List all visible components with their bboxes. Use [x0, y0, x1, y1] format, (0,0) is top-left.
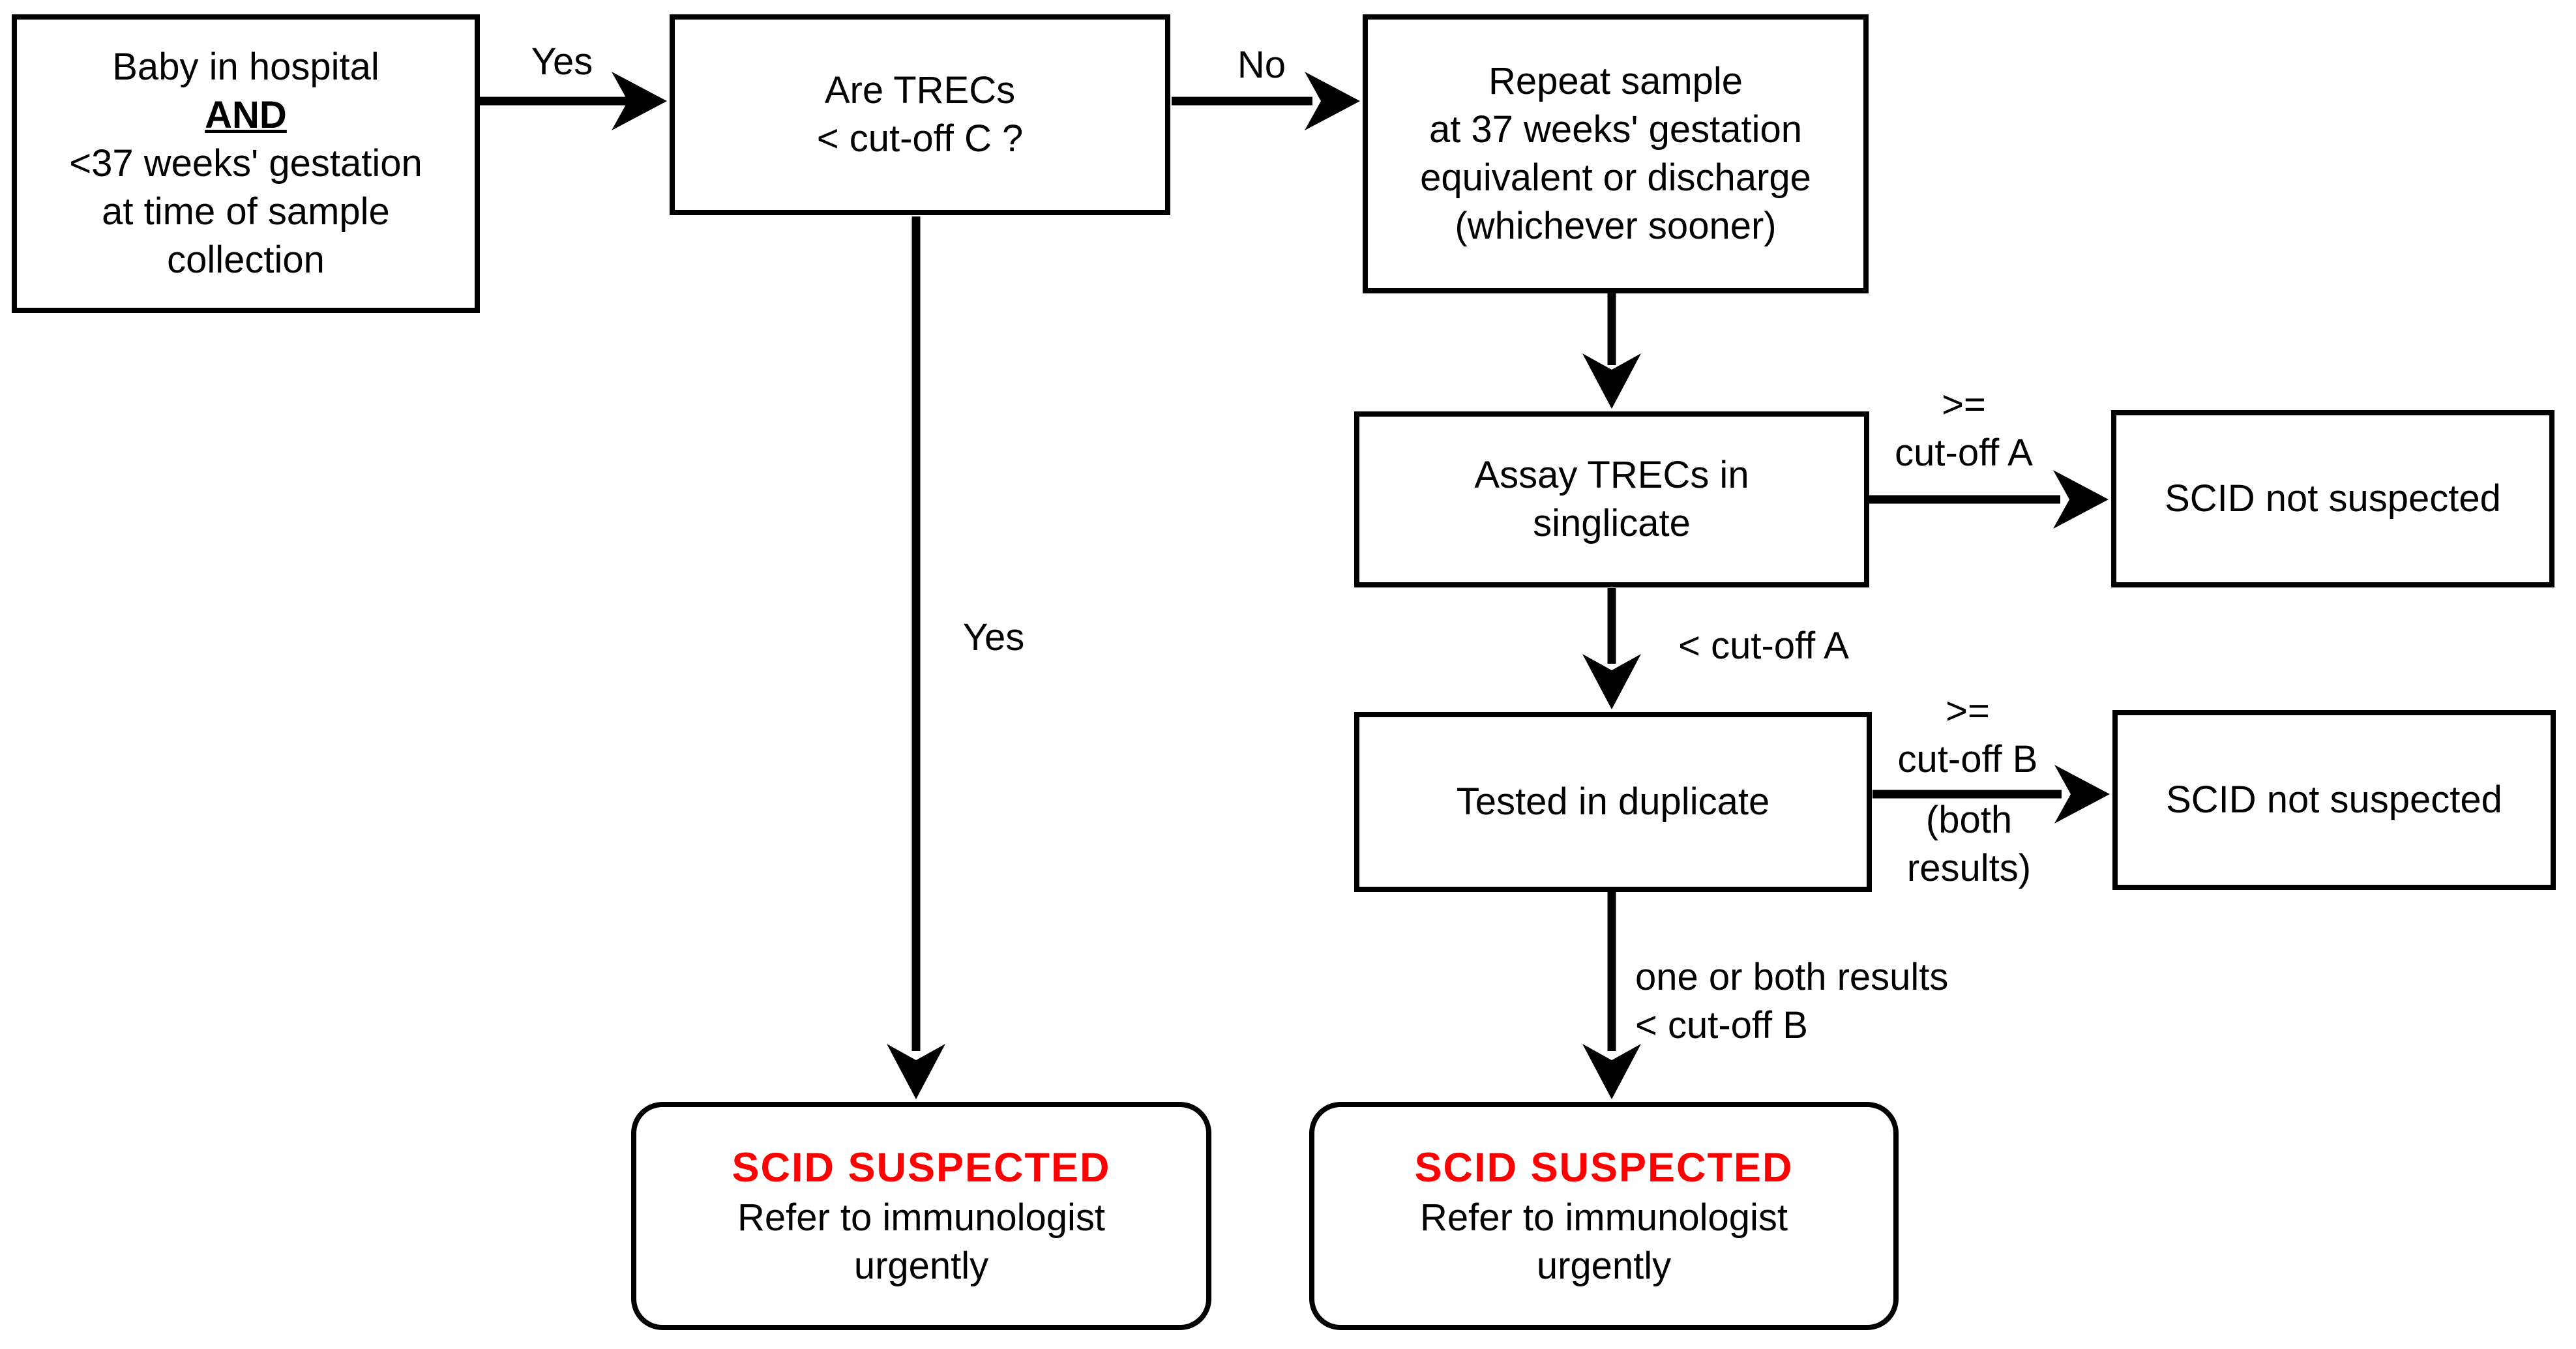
edge-assay-to-duplicate	[1582, 588, 1641, 709]
edge-label-ge-cutoff-b: >= cut-off B	[1897, 690, 2038, 780]
edge-label-yes-down: Yes	[962, 616, 1025, 659]
edge-label-both-results: (both results)	[1906, 799, 2032, 889]
edge-duplicate-to-suspected	[1582, 891, 1641, 1099]
node-baby-line1: Baby in hospital	[112, 46, 379, 88]
node-baby-and: AND	[205, 94, 287, 136]
node-scid-suspected-right-title: SCID SUSPECTED	[1414, 1145, 1794, 1191]
node-scid-suspected-right-body: Refer to immunologist urgently	[1419, 1196, 1788, 1287]
node-tested-duplicate: Tested in duplicate	[1354, 712, 1872, 892]
node-scid-suspected-left-title: SCID SUSPECTED	[732, 1145, 1111, 1191]
node-scid-not-suspected-top-text: SCID not suspected	[2165, 477, 2501, 520]
edge-assay-to-notsuspected	[1869, 470, 2109, 529]
node-repeat-sample: Repeat sample at 37 weeks' gestation equ…	[1363, 14, 1869, 293]
node-scid-suspected-right: SCID SUSPECTED Refer to immunologist urg…	[1309, 1102, 1899, 1330]
edge-label-one-or-both: one or both results < cut-off B	[1635, 956, 1949, 1046]
edge-baby-to-trecs	[479, 72, 667, 130]
node-assay-singlicate: Assay TRECs in singlicate	[1354, 411, 1869, 587]
edge-trecs-to-repeat	[1172, 72, 1360, 130]
node-baby-rest: <37 weeks' gestation at time of sample c…	[69, 142, 422, 281]
edge-trecs-to-suspected	[887, 216, 945, 1099]
node-trecs-question: Are TRECs < cut-off C ?	[670, 14, 1170, 215]
edge-label-ge-cutoff-a: >= cut-off A	[1895, 383, 2033, 474]
edge-label-lt-cutoff-a: < cut-off A	[1678, 625, 1849, 667]
node-assay-singlicate-text: Assay TRECs in singlicate	[1474, 454, 1749, 544]
node-scid-not-suspected-bottom-text: SCID not suspected	[2166, 778, 2502, 821]
node-scid-not-suspected-bottom: SCID not suspected	[2112, 710, 2556, 890]
node-trecs-question-text: Are TRECs < cut-off C ?	[816, 69, 1024, 160]
edge-duplicate-to-notsuspected	[1873, 765, 2110, 823]
node-scid-suspected-left-body: Refer to immunologist urgently	[737, 1196, 1106, 1287]
node-tested-duplicate-text: Tested in duplicate	[1456, 780, 1770, 823]
node-scid-suspected-left: SCID SUSPECTED Refer to immunologist urg…	[631, 1102, 1211, 1330]
edge-label-no-top: No	[1237, 44, 1286, 86]
edge-repeat-to-assay	[1582, 293, 1641, 409]
edge-label-yes-top: Yes	[531, 40, 593, 83]
node-scid-not-suspected-top: SCID not suspected	[2111, 410, 2554, 587]
node-baby-in-hospital: Baby in hospital AND <37 weeks' gestatio…	[12, 14, 480, 313]
node-repeat-sample-text: Repeat sample at 37 weeks' gestation equ…	[1420, 60, 1811, 247]
